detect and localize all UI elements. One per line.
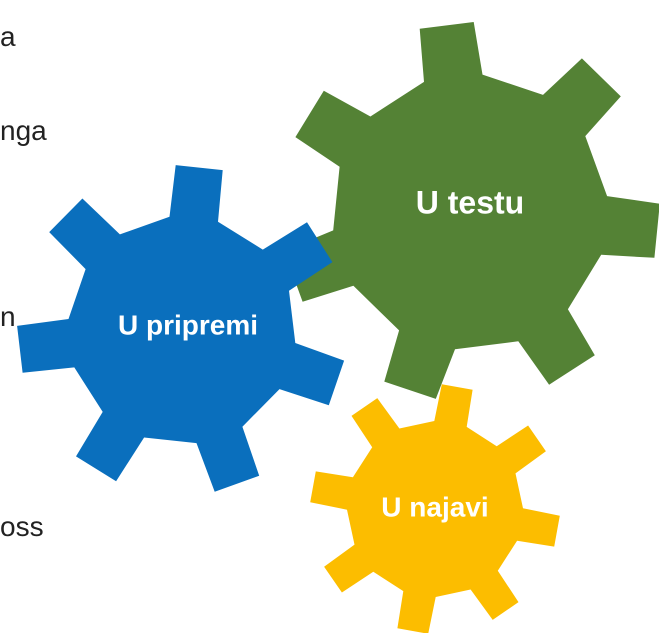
- gear-yellow-label: U najavi: [381, 491, 488, 522]
- gear-green: U testu: [284, 22, 659, 399]
- left-text-fragment-3: n: [0, 301, 16, 332]
- gear-blue-label: U pripremi: [118, 309, 258, 340]
- gear-yellow: U najavi: [310, 384, 560, 633]
- gear-blue-shape: [17, 165, 345, 492]
- left-text-fragment-4: oss: [0, 511, 44, 542]
- gear-blue: U pripremi: [17, 165, 345, 492]
- left-text-fragment-2: nga: [0, 115, 47, 146]
- gear-green-shape: [284, 22, 659, 399]
- gear-green-label: U testu: [416, 184, 524, 220]
- gear-yellow-shape: [310, 384, 560, 633]
- left-text-fragment-1: a: [0, 21, 16, 52]
